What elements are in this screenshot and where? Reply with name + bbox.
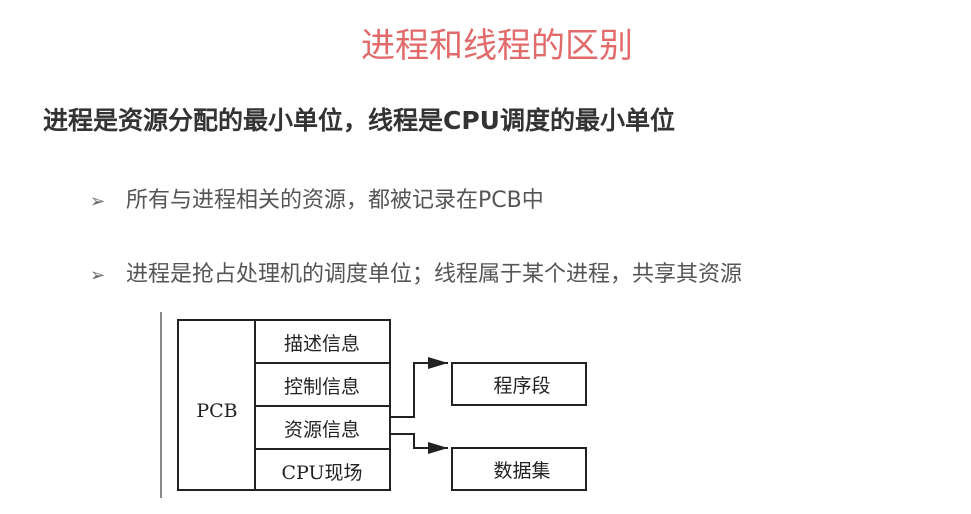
- pcb-row: 资源信息: [284, 419, 360, 441]
- program-segment-box: [451, 362, 587, 406]
- pcb-row: 控制信息: [284, 376, 360, 398]
- slide-title: 进程和线程的区别: [361, 26, 633, 66]
- pcb-row: 描述信息: [284, 333, 360, 355]
- pcb-row: CPU现场: [281, 462, 362, 484]
- bullet-item: ➢ 进程是抢占处理机的调度单位；线程属于某个进程，共享其资源: [90, 256, 742, 288]
- bullet-text: 进程是抢占处理机的调度单位；线程属于某个进程，共享其资源: [126, 262, 743, 287]
- arrow-icon: [390, 357, 448, 418]
- data-set-box: [451, 447, 587, 491]
- arrow-icon: [390, 433, 448, 454]
- arrow-bullet-icon: ➢: [90, 191, 106, 212]
- bullet-item: ➢ 所有与进程相关的资源，都被记录在PCB中: [90, 182, 544, 214]
- pcb-label: PCB: [196, 400, 237, 422]
- target-label: 程序段: [493, 375, 550, 397]
- bullet-text: 所有与进程相关的资源，都被记录在PCB中: [126, 188, 544, 213]
- slide-subtitle: 进程是资源分配的最小单位，线程是CPU调度的最小单位: [43, 106, 675, 135]
- target-label: 数据集: [493, 460, 550, 482]
- arrow-bullet-icon: ➢: [90, 265, 106, 286]
